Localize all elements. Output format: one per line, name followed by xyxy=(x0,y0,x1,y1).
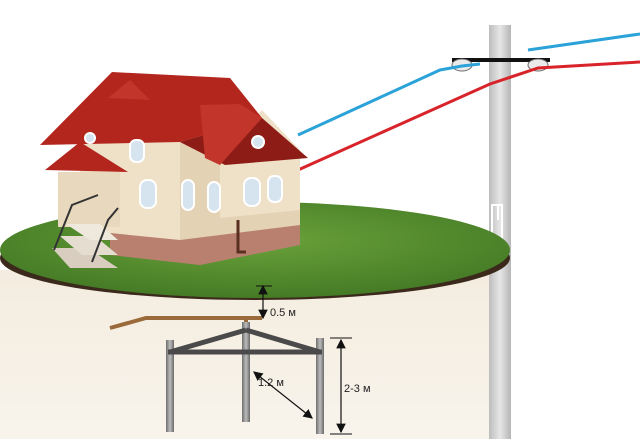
ground-electrode xyxy=(242,322,250,422)
spacing-label: 1.2 м xyxy=(258,377,284,389)
house-illustration xyxy=(40,72,308,268)
length-label: 2-3 м xyxy=(344,383,371,395)
phase-wire xyxy=(298,62,640,170)
neutral-wire-line xyxy=(528,34,640,50)
depth-label: 0.5 м xyxy=(270,307,296,319)
